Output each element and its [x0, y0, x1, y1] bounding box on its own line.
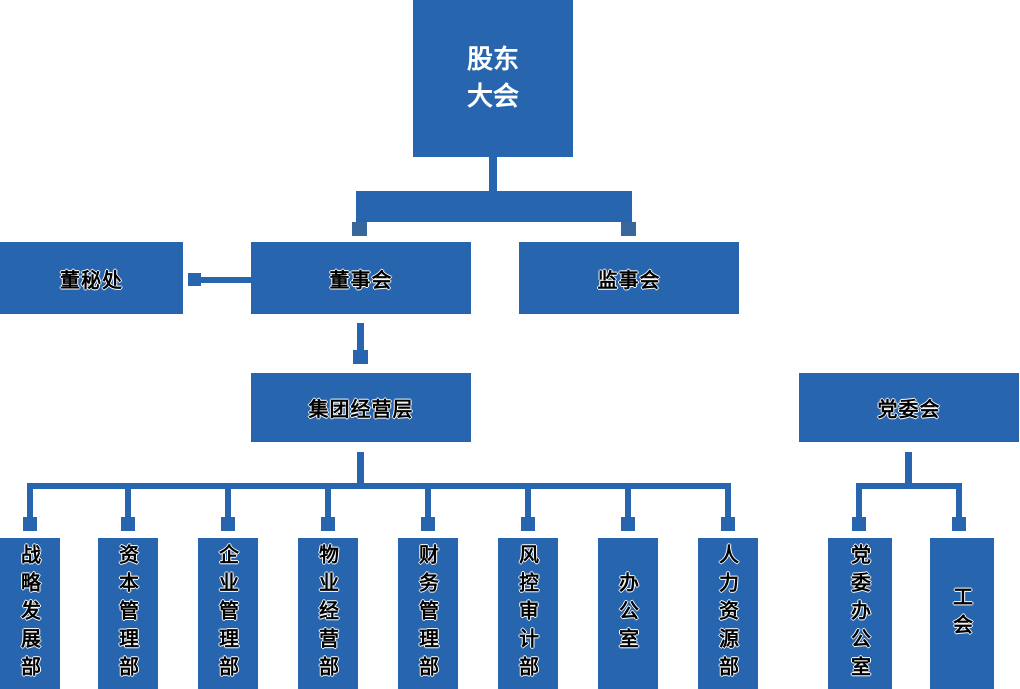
- node-dept-general-office: 办公室: [598, 538, 658, 689]
- node-board-of-directors: 董事会: [251, 242, 471, 314]
- node-board-secretary-office-label: 董秘处: [60, 267, 123, 292]
- connector-party-bus: [856, 483, 962, 489]
- connector-dept-drop-3: [225, 489, 231, 517]
- connector-dept-drop-4: [325, 489, 331, 517]
- node-group-management: 集团经营层: [251, 373, 471, 442]
- node-dept-general-office-label: 办公室: [615, 571, 640, 656]
- node-dept-human-resources: 人力资源部: [698, 538, 758, 689]
- node-board-of-directors-label: 董事会: [329, 267, 393, 292]
- node-dept-enterprise-management-label: 企业管理部: [215, 543, 240, 684]
- node-dept-financial-management: 财务管理部: [398, 538, 458, 689]
- node-dept-enterprise-management: 企业管理部: [198, 538, 258, 689]
- node-dept-capital-management-label: 资本管理部: [115, 543, 140, 684]
- node-labor-union: 工会: [930, 538, 994, 689]
- node-supervisory-board-label: 监事会: [597, 267, 661, 292]
- node-dept-human-resources-label: 人力资源部: [715, 543, 740, 684]
- connector-dept-square-7: [621, 517, 635, 531]
- node-dept-property-operations: 物业经营部: [298, 538, 358, 689]
- node-dept-risk-audit-label: 风控审计部: [515, 543, 540, 684]
- connector-bar-endcap-left: [352, 222, 367, 236]
- connector-dept-drop-6: [525, 489, 531, 517]
- node-party-committee: 党委会: [799, 373, 1019, 442]
- connector-dept-square-3: [221, 517, 235, 531]
- connector-party-square-left: [852, 517, 866, 531]
- node-party-committee-office: 党委办公室: [828, 538, 892, 689]
- connector-party-square-right: [952, 517, 966, 531]
- connector-party-drop-right: [956, 489, 962, 517]
- connector-dept-drop-7: [625, 489, 631, 517]
- node-board-secretary-office: 董秘处: [0, 242, 183, 314]
- node-dept-strategic-development-label: 战略发展部: [17, 543, 42, 684]
- connector-root-stem: [489, 157, 497, 191]
- node-dept-financial-management-label: 财务管理部: [415, 543, 440, 684]
- connector-dept-square-2: [121, 517, 135, 531]
- connector-party-drop-left: [856, 489, 862, 517]
- connector-group-bus: [27, 483, 731, 489]
- connector-dept-square-6: [521, 517, 535, 531]
- connector-dept-square-8: [721, 517, 735, 531]
- connector-secretary-junction-square: [188, 273, 201, 286]
- node-dept-property-operations-label: 物业经营部: [315, 543, 340, 684]
- node-shareholders-meeting: 股东大会: [413, 0, 573, 157]
- connector-root-bar: [356, 191, 632, 222]
- connector-party-stem: [905, 452, 912, 483]
- connector-bar-endcap-right: [621, 222, 636, 236]
- connector-secretary-link: [201, 277, 251, 283]
- connector-dept-drop-2: [125, 489, 131, 517]
- node-group-management-label: 集团经营层: [308, 397, 414, 421]
- node-party-committee-label: 党委会: [877, 397, 941, 421]
- connector-dept-drop-1: [27, 489, 33, 517]
- connector-directors-stem: [357, 323, 364, 350]
- node-shareholders-meeting-label: 股东大会: [466, 44, 519, 112]
- node-supervisory-board: 监事会: [519, 242, 739, 314]
- connector-group-stem: [357, 452, 364, 483]
- node-party-committee-office-label: 党委办公室: [847, 543, 872, 684]
- connector-dept-square-1: [23, 517, 37, 531]
- connector-dept-drop-5: [425, 489, 431, 517]
- node-dept-strategic-development: 战略发展部: [0, 538, 60, 689]
- node-dept-capital-management: 资本管理部: [98, 538, 158, 689]
- node-dept-risk-audit: 风控审计部: [498, 538, 558, 689]
- connector-dept-drop-8: [725, 489, 731, 517]
- connector-directors-square: [353, 350, 368, 364]
- node-labor-union-label: 工会: [949, 585, 974, 642]
- connector-dept-square-4: [321, 517, 335, 531]
- connector-dept-square-5: [421, 517, 435, 531]
